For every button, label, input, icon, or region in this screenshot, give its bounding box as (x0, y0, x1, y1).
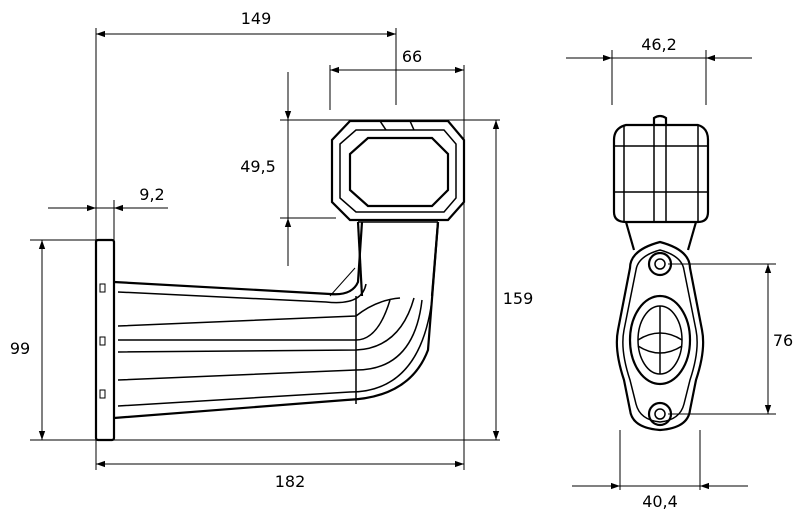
dim-side-width: 46,2 (566, 35, 752, 62)
dim-top-width: 149 (96, 9, 396, 38)
dim-label-total-height: 159 (503, 289, 534, 308)
dim-head-width: 66 (330, 47, 464, 74)
dim-total-width: 182 (96, 460, 464, 491)
dim-hole-spacing: 76 (764, 264, 793, 414)
dim-label-base-height: 99 (10, 339, 30, 358)
dim-total-height: 159 (492, 120, 534, 440)
dim-base-thickness: 9,2 (50, 185, 166, 212)
side-view (30, 28, 500, 470)
front-view (611, 50, 776, 490)
dim-base-height: 99 (10, 240, 46, 440)
dim-label-side-width: 46,2 (641, 35, 677, 54)
dim-label-head-width: 66 (402, 47, 422, 66)
dim-label-total-width: 182 (275, 472, 306, 491)
dim-plate-width: 40,4 (572, 482, 748, 511)
dim-label-head-height: 49,5 (240, 157, 276, 176)
dim-head-height: 49,5 (240, 72, 292, 266)
dim-label-top-width: 149 (241, 9, 272, 28)
dim-label-hole-spacing: 76 (773, 331, 793, 350)
dim-label-base-thickness: 9,2 (139, 185, 164, 204)
dim-label-plate-width: 40,4 (642, 492, 678, 511)
